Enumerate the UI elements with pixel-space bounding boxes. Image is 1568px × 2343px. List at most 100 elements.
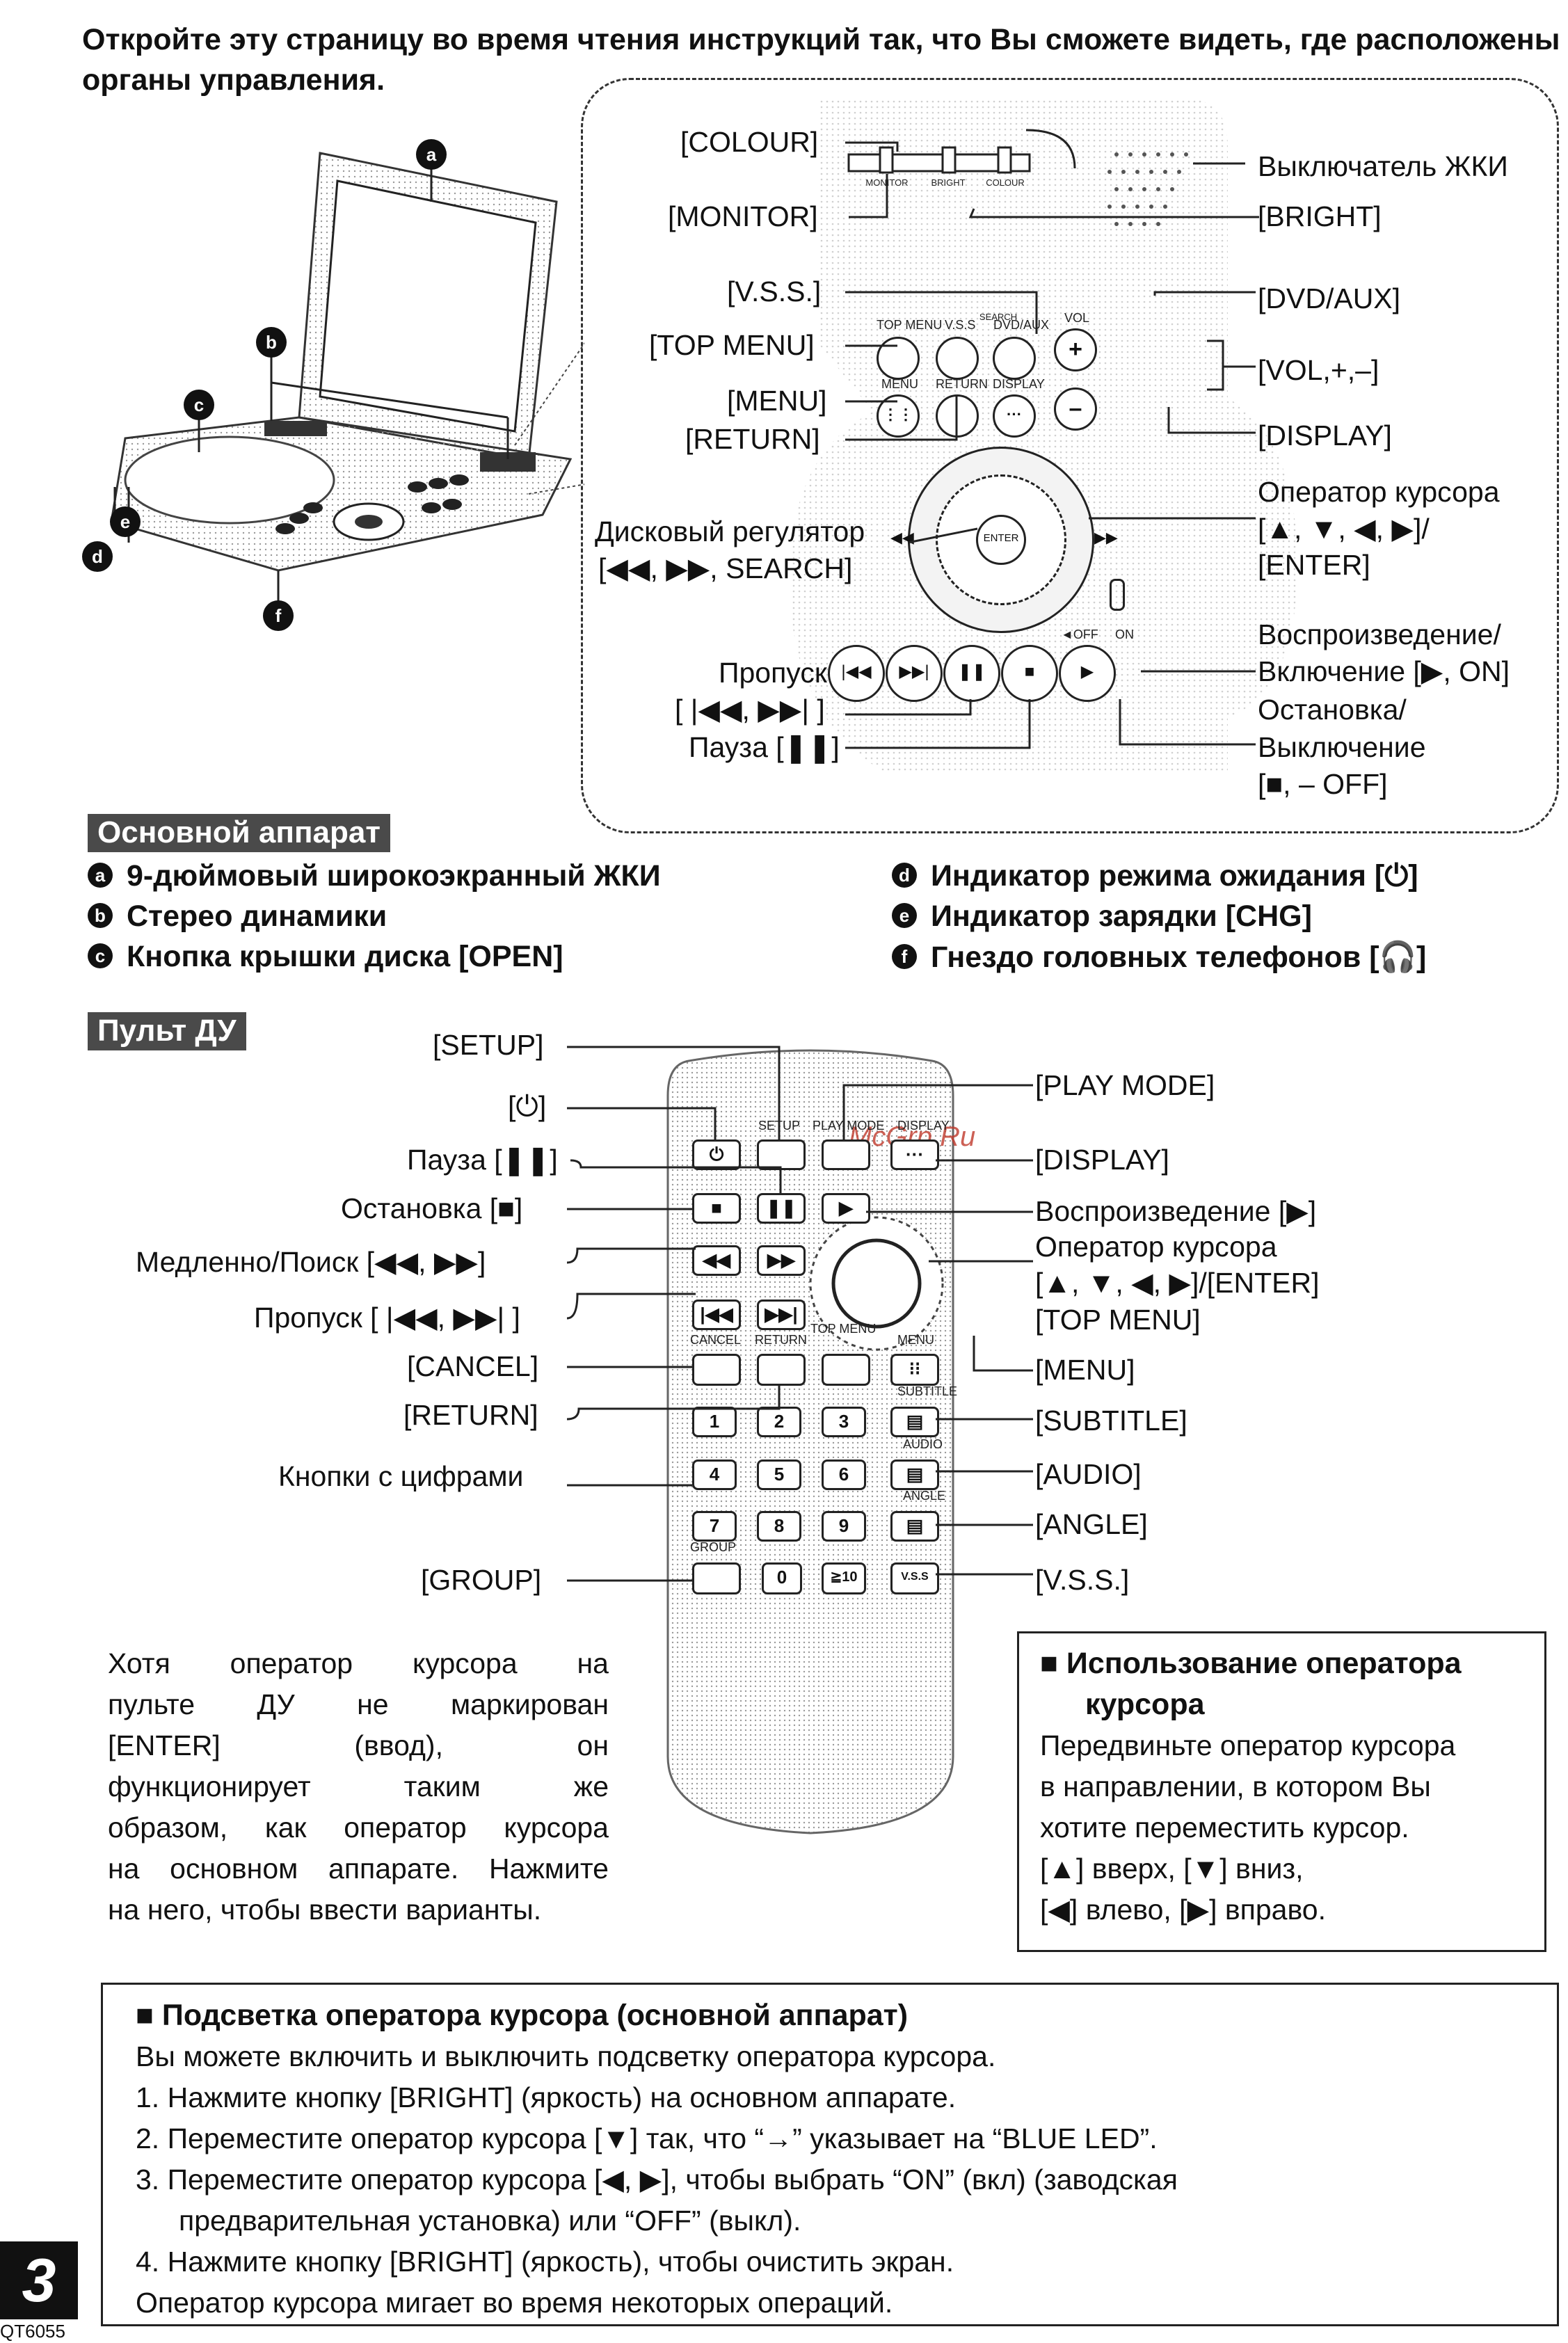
unit-vol-plus-button[interactable]: +: [1054, 328, 1097, 371]
backlight-text: Вы можете включить и выключить подсветку…: [136, 2036, 1527, 2324]
remote-leader-lines: [566, 1046, 1033, 1582]
remote-audio-button[interactable]: ▤: [890, 1460, 939, 1490]
remote-play-mode-button[interactable]: [822, 1139, 870, 1170]
unit-dvd-aux-button[interactable]: [993, 337, 1036, 380]
note-line-1: Хотя оператор курсора на: [108, 1647, 609, 1679]
unit-top-menu-button[interactable]: [877, 337, 920, 380]
printed-menu: MENU: [881, 377, 918, 391]
intro-line-1: Откройте эту страницу во время чтения ин…: [82, 23, 1560, 56]
remote-note: Хотя оператор курсора на пульте ДУ не ма…: [108, 1643, 609, 1930]
legend-text-f: Гнездо головных телефонов [🎧]: [931, 941, 1427, 974]
remote-top-menu-button[interactable]: [822, 1354, 870, 1386]
label-play-1: Воспроизведение/: [1258, 618, 1501, 650]
remote-label-play-mode: [PLAY MODE]: [1035, 1069, 1215, 1101]
backlight-step-4: 4. Нажмите кнопку [BRIGHT] (яркость), чт…: [136, 2246, 954, 2278]
unit-menu-button[interactable]: ⋮⋮: [877, 394, 920, 438]
remote-angle-button[interactable]: ▤: [890, 1511, 939, 1542]
unit-skip-back-button[interactable]: |◀◀: [828, 645, 885, 702]
unit-display-button[interactable]: ···: [993, 394, 1036, 438]
note-line-7: на него, чтобы ввести варианты.: [108, 1894, 542, 1926]
remote-digit-7[interactable]: 7: [692, 1511, 737, 1542]
intro-text: Откройте эту страницу во время чтения ин…: [82, 19, 1560, 100]
cursor-usage-line-4: [▲] вверх, [▼] вниз,: [1040, 1853, 1304, 1885]
remote-skip-back-button[interactable]: |◀◀: [692, 1300, 741, 1330]
unit-vol-minus-button[interactable]: –: [1054, 387, 1097, 431]
label-vss: [V.S.S.]: [727, 275, 822, 307]
remote-digit-0[interactable]: 0: [762, 1562, 802, 1594]
remote-digit-6[interactable]: 6: [822, 1460, 866, 1490]
backlight-line-last: Оператор курсора мигает во время некотор…: [136, 2287, 893, 2319]
unit-leader-lines: [845, 141, 1259, 749]
marker-c: c: [194, 394, 204, 415]
remote-label-power: [⏻]: [508, 1090, 547, 1122]
remote-label-angle: [ANGLE]: [1035, 1508, 1148, 1540]
label-dvd-aux: [DVD/AUX]: [1258, 282, 1401, 314]
label-colour: [COLOUR]: [680, 126, 819, 158]
section-remote: Пульт ДУ: [88, 1012, 246, 1050]
remote-fast-forward-button[interactable]: ▶▶: [757, 1245, 806, 1276]
label-cursor-1: Оператор курсора: [1258, 476, 1500, 508]
remote-digit-9[interactable]: 9: [822, 1511, 866, 1542]
legend-mark-e: e: [892, 902, 917, 928]
note-line-3: [ENTER] (ввод), он: [108, 1729, 609, 1761]
unit-stop-button[interactable]: ■: [1001, 645, 1058, 702]
remote-skip-forward-button[interactable]: ▶▶|: [757, 1300, 806, 1330]
legend-text-e: Индикатор зарядки [CHG]: [931, 899, 1312, 933]
remote-pause-button[interactable]: ❚❚: [757, 1193, 806, 1224]
label-return: [RETURN]: [685, 423, 820, 455]
remote-group-button[interactable]: [692, 1562, 741, 1594]
printed-display: DISPLAY: [993, 377, 1045, 391]
remote-label-numbers: Кнопки с цифрами: [278, 1460, 524, 1492]
remote-play-button[interactable]: ▶: [822, 1193, 870, 1224]
legend-item-e: e Индикатор зарядки [CHG]: [892, 899, 1312, 934]
note-line-4: функционирует таким же: [108, 1770, 609, 1802]
remote-printed-top-menu: TOP MENU: [810, 1322, 877, 1336]
remote-subtitle-button[interactable]: ▤: [890, 1407, 939, 1437]
remote-return-button[interactable]: [757, 1354, 806, 1386]
remote-digit-8[interactable]: 8: [757, 1511, 801, 1542]
cursor-usage-line-5: [◀] влево, [▶] вправо.: [1040, 1894, 1326, 1926]
remote-printed-audio: AUDIO: [903, 1437, 943, 1451]
unit-control-buttons: TOP MENU V.S.S DVD/AUX VOL + MENU RETURN…: [581, 78, 1555, 829]
enter-button[interactable]: ENTER: [976, 515, 1026, 565]
printed-dvd-aux: DVD/AUX: [993, 318, 1050, 332]
printed-search: SEARCH: [979, 312, 1017, 322]
remote-digit-4[interactable]: 4: [692, 1460, 737, 1490]
control-panel-frame: [581, 78, 1559, 833]
remote-menu-button[interactable]: ⁝⁝: [890, 1354, 939, 1386]
fast-forward-icon: ▶▶: [1094, 529, 1118, 546]
page-number: 3: [0, 2241, 78, 2319]
remote-printed-play-mode: PLAY MODE: [813, 1119, 885, 1133]
backlight-line-1: Вы можете включить и выключить подсветку…: [136, 2040, 996, 2072]
remote-power-button[interactable]: ⏻: [692, 1139, 741, 1170]
printed-bright: BRIGHT: [931, 177, 965, 188]
printed-off: ◄OFF: [1061, 627, 1098, 641]
label-top-menu: [TOP MENU]: [649, 329, 815, 361]
unit-skip-forward-button[interactable]: ▶▶|: [886, 645, 943, 702]
backlight-step-2: 2. Переместите оператор курсора [▼] так,…: [136, 2122, 1158, 2154]
label-stop-1: Остановка/: [1258, 694, 1407, 726]
label-cursor-3: [ENTER]: [1258, 549, 1370, 581]
unit-pause-button[interactable]: ❚❚: [943, 645, 1000, 702]
unit-vss-button[interactable]: [936, 337, 979, 380]
unit-play-button[interactable]: ▶: [1059, 645, 1116, 702]
remote-display-button[interactable]: ···: [890, 1139, 939, 1170]
remote-cancel-button[interactable]: [692, 1354, 741, 1386]
label-pause: Пауза [❚❚]: [689, 731, 840, 763]
remote-label-display: [DISPLAY]: [1035, 1144, 1169, 1176]
headphone-jack-icon: [1110, 579, 1125, 611]
legend-text-a: 9-дюймовый широкоэкранный ЖКИ: [127, 859, 661, 893]
remote-label-pause: Пауза [❚❚]: [407, 1144, 558, 1176]
backlight-title: ■ Подсветка оператора курсора (основной …: [136, 1999, 909, 2032]
remote-rewind-button[interactable]: ◀◀: [692, 1245, 741, 1276]
remote-digit-3[interactable]: 3: [822, 1407, 866, 1437]
remote-vss-button[interactable]: V.S.S: [890, 1562, 939, 1594]
marker-f: f: [275, 605, 282, 626]
remote-stop-button[interactable]: ■: [692, 1193, 741, 1224]
remote-digit-10plus[interactable]: ≧10: [822, 1562, 866, 1594]
cursor-usage-title-1: ■ Использование оператора: [1040, 1647, 1462, 1680]
remote-label-setup: [SETUP]: [433, 1029, 544, 1061]
remote-digit-5[interactable]: 5: [757, 1460, 801, 1490]
